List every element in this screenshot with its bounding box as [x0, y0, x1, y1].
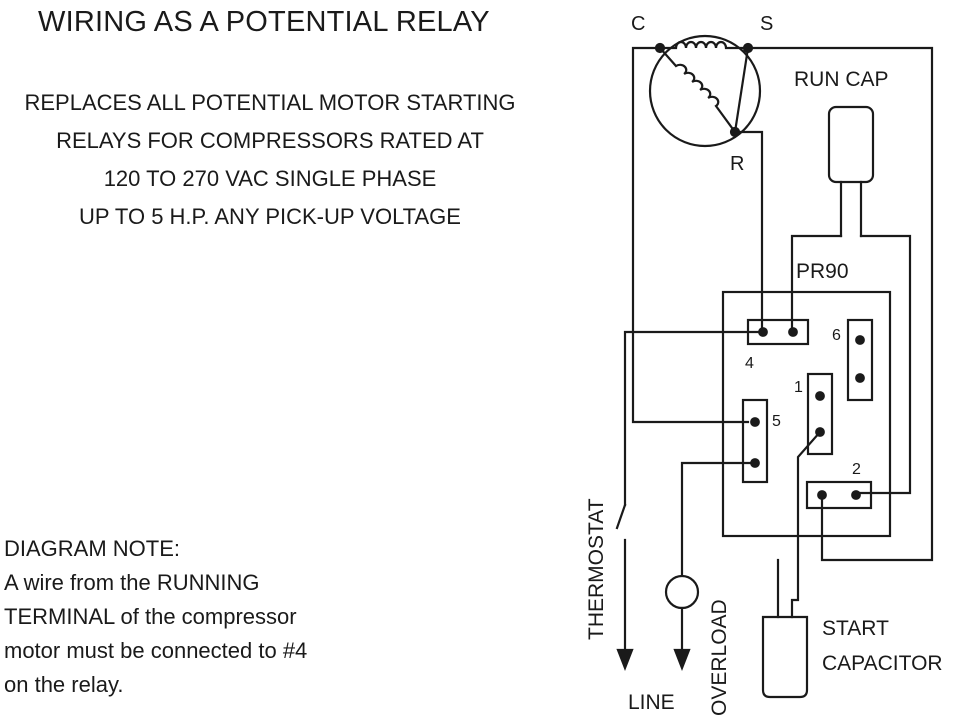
- start-winding: [658, 40, 750, 50]
- winding-link: [733, 46, 750, 134]
- diagram-title: WIRING AS A POTENTIAL RELAY: [38, 6, 490, 38]
- terminal-1-dot: [815, 391, 825, 401]
- wire-t4-to-thermostat: [623, 330, 765, 507]
- wire-t1-to-startcap: [790, 430, 822, 619]
- start-capacitor-label-1: START: [822, 617, 889, 640]
- line-arrow: [616, 648, 634, 672]
- thermostat-label: THERMOSTAT: [585, 498, 608, 640]
- terminal-6: [846, 318, 874, 402]
- terminal-6-label: 6: [832, 327, 841, 344]
- line-label: LINE: [628, 691, 675, 714]
- relay-label: PR90: [796, 260, 849, 283]
- note-line: A wire from the RUNNING: [4, 570, 260, 595]
- run-cap-label: RUN CAP: [794, 68, 889, 91]
- terminal-s-label: S: [760, 13, 773, 35]
- terminal-2: [805, 480, 873, 510]
- description-line: UP TO 5 H.P. ANY PICK-UP VOLTAGE: [79, 204, 461, 229]
- note-line: on the relay.: [4, 672, 124, 697]
- terminal-5: [741, 398, 769, 484]
- terminal-c-label: C: [631, 13, 645, 35]
- description-line: 120 TO 270 VAC SINGLE PHASE: [103, 166, 437, 191]
- relay-body: [721, 290, 892, 538]
- terminal-2-label: 2: [852, 461, 861, 478]
- terminal-2-dot: [851, 490, 861, 500]
- terminal-4-dot: [788, 327, 798, 337]
- terminal-5-label: 5: [772, 413, 781, 430]
- terminal-2-dot: [817, 490, 827, 500]
- start-capacitor-label-2: CAPACITOR: [822, 652, 943, 675]
- overload-arrow: [673, 648, 691, 672]
- terminal-5-dot: [750, 417, 760, 427]
- terminal-1-label: 1: [794, 379, 803, 396]
- compressor-motor: [648, 34, 762, 148]
- wire-t5-to-overload: [680, 461, 757, 577]
- wire-c-to-t5: [631, 46, 750, 424]
- wire-runcap-to-t4: [790, 234, 843, 332]
- description-block: REPLACES ALL POTENTIAL MOTOR STARTING RE…: [0, 84, 540, 236]
- run-winding: [658, 46, 737, 134]
- thermostat-switch: [615, 503, 627, 530]
- motor-housing: [648, 34, 762, 148]
- description-line: REPLACES ALL POTENTIAL MOTOR STARTING: [24, 90, 516, 115]
- note-heading: DIAGRAM NOTE:: [4, 536, 181, 561]
- diagram-note: DIAGRAM NOTE: A wire from the RUNNING TE…: [4, 532, 307, 702]
- wire-runcap-to-t2: [856, 234, 912, 495]
- run-capacitor: [827, 105, 875, 184]
- terminal-r-label: R: [730, 153, 744, 175]
- terminal-6-dot: [855, 335, 865, 345]
- wire-r-to-t4: [733, 130, 764, 332]
- start-capacitor: [761, 615, 809, 699]
- terminal-4-label: 4: [745, 355, 754, 372]
- wire-s-to-t2: [746, 46, 934, 562]
- terminal-1: [806, 372, 834, 456]
- overload-label: OVERLOAD: [708, 599, 731, 716]
- note-line: motor must be connected to #4: [4, 638, 308, 663]
- description-line: RELAYS FOR COMPRESSORS RATED AT: [56, 128, 484, 153]
- note-line: TERMINAL of the compressor: [4, 604, 297, 629]
- terminal-6-dot: [855, 373, 865, 383]
- overload-device: [664, 574, 700, 610]
